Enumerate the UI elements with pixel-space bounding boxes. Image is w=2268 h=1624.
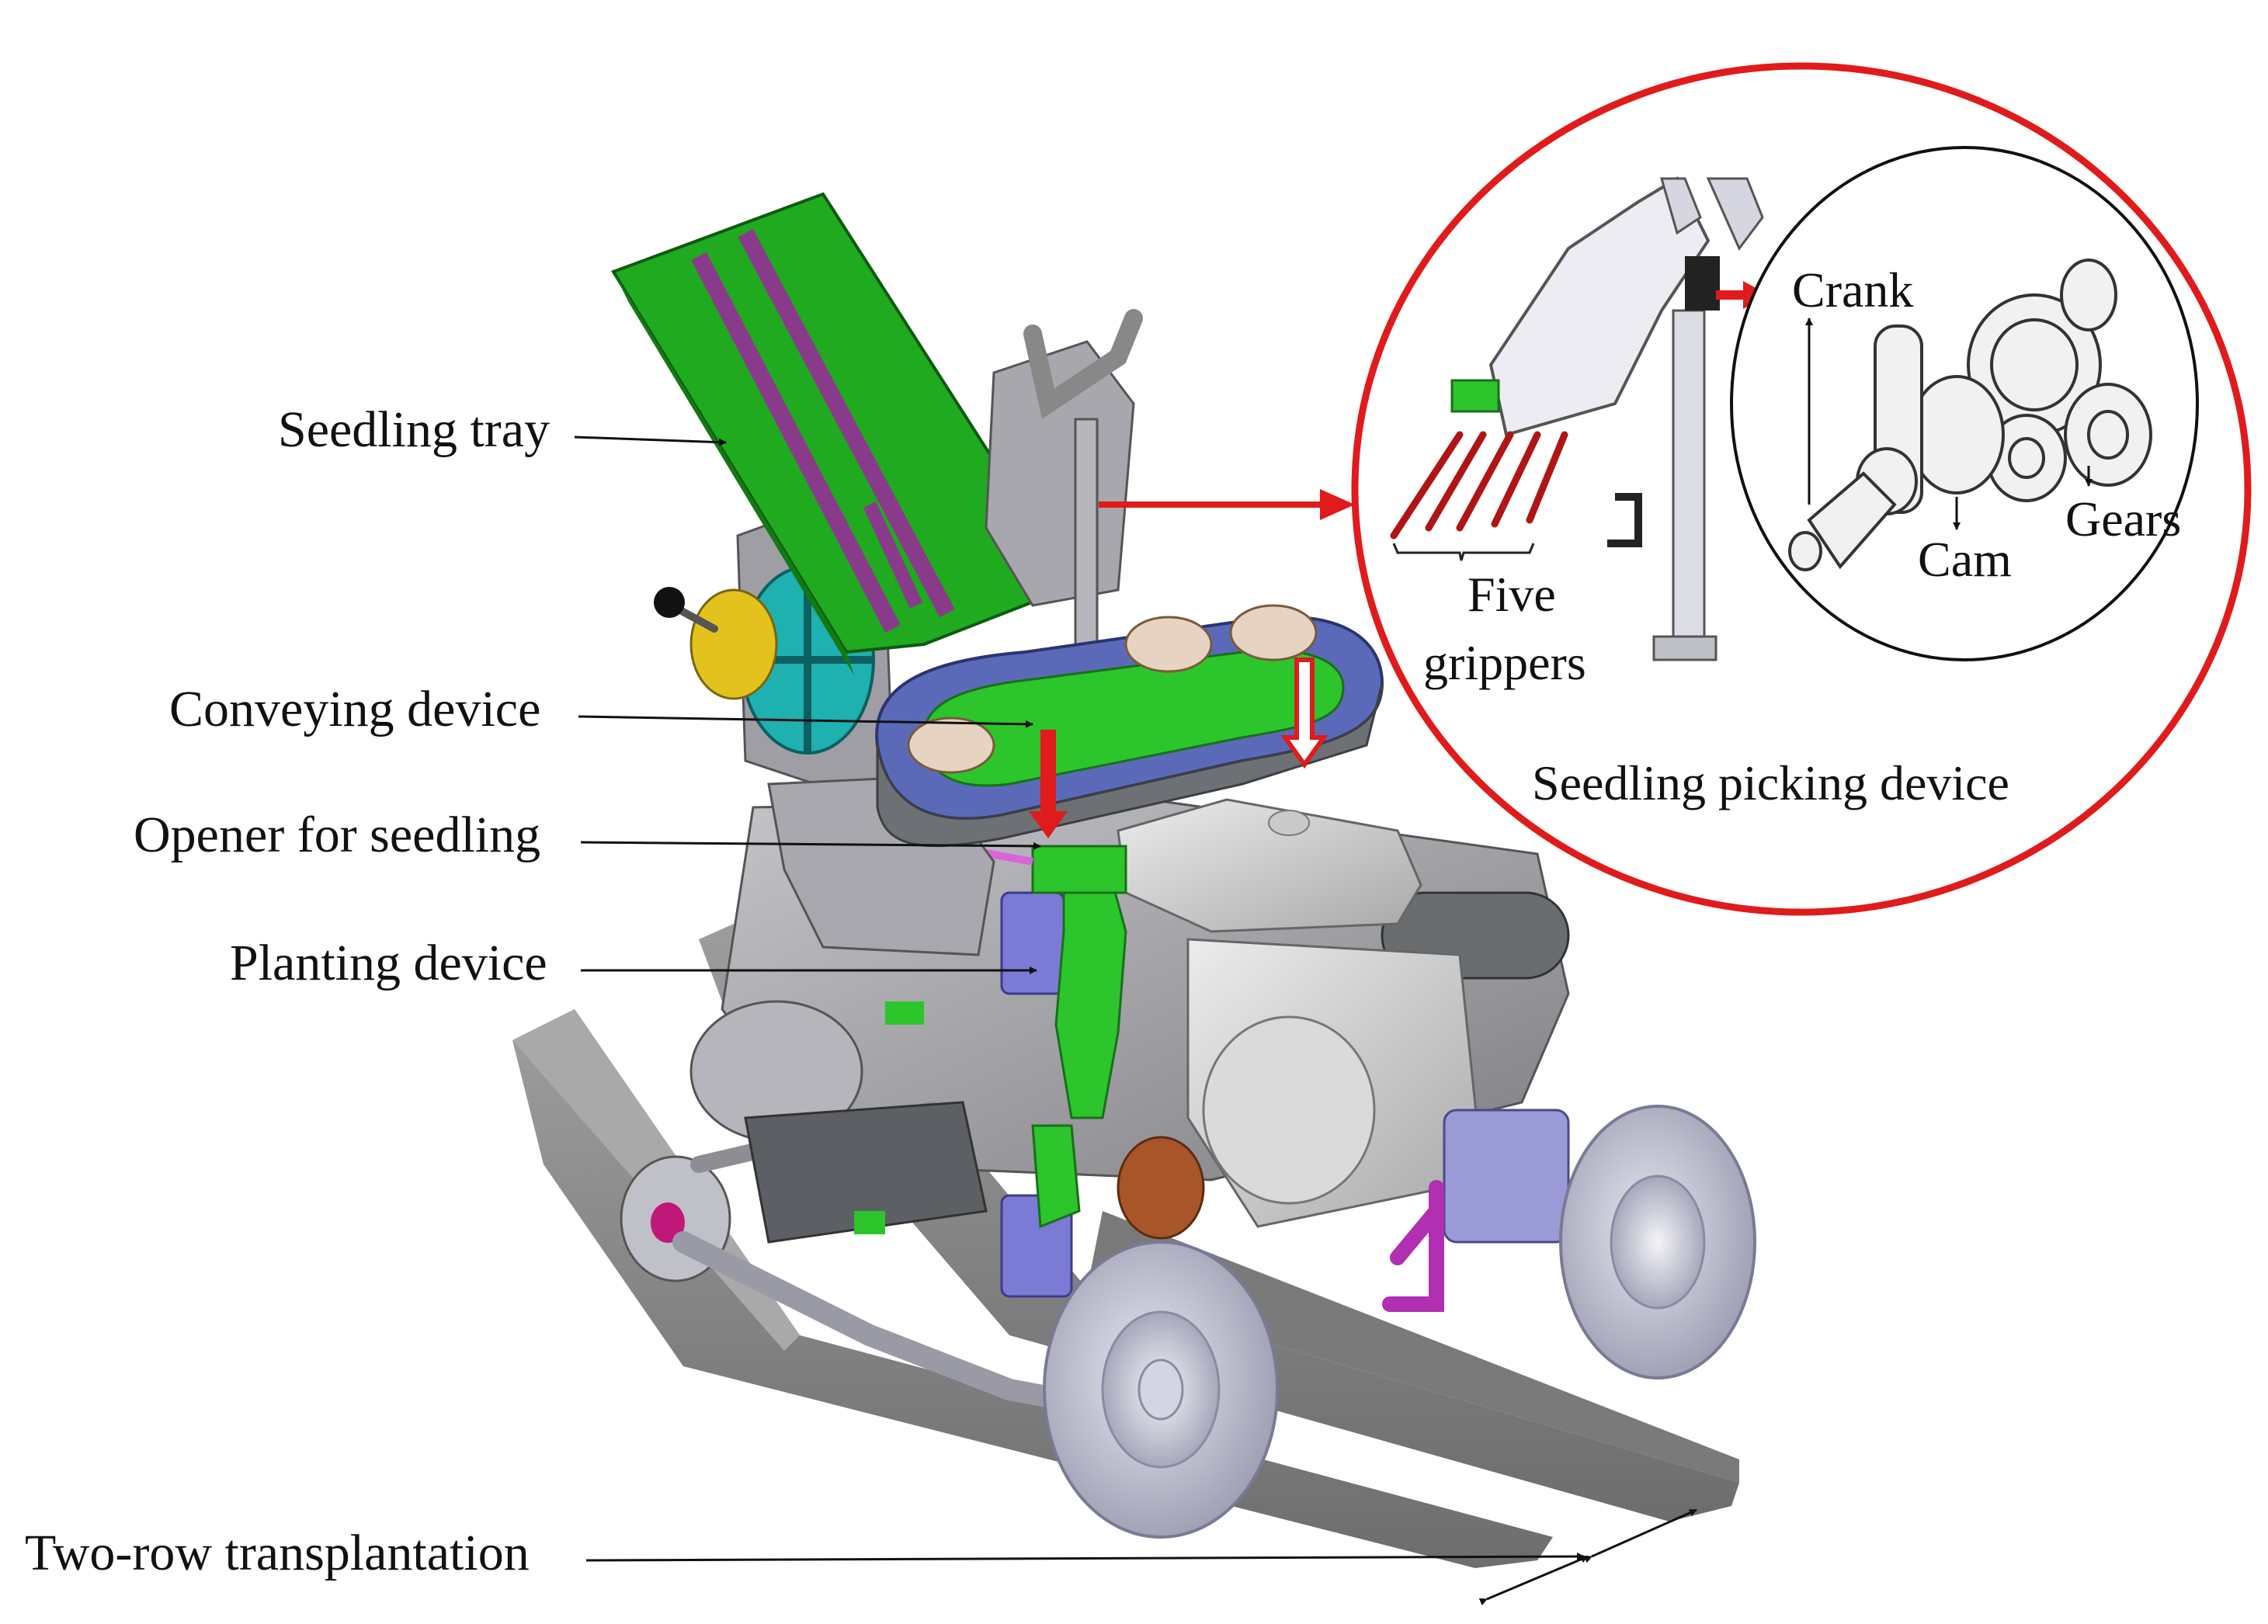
- drop-arrow-1: [1029, 730, 1068, 838]
- picking-arm-top: [1023, 309, 1143, 419]
- label-seedling-picking-device: Seedling picking device: [1532, 755, 2009, 810]
- yellow-motor: [689, 588, 778, 700]
- label-seedling-tray: Seedling tray: [278, 401, 550, 458]
- drop-arrow-2: [1280, 658, 1328, 769]
- grippers-bracket: [1392, 543, 1535, 561]
- gripper-green-block: [1450, 379, 1500, 413]
- row-spacing-arrow-1: [1478, 1555, 1589, 1606]
- handle-knob: [654, 587, 685, 618]
- conveyor-side-wall: [876, 682, 1384, 848]
- callout-arrow-head: [1320, 489, 1355, 520]
- label-two-row-transplantation: Two-row transplantation: [25, 1525, 530, 1581]
- label-planting-device: Planting device: [230, 935, 547, 991]
- leader-two-row-transplantation: [585, 1553, 1585, 1562]
- picking-frame: [985, 340, 1135, 607]
- label-grippers: grippers: [1423, 635, 1586, 690]
- engine-tank: [1117, 798, 1422, 933]
- gripper-needle-4: [1491, 431, 1541, 528]
- gripper-needle-3: [1456, 431, 1514, 532]
- left-labels: Seedling tray Conveying device Opener fo…: [25, 401, 1585, 1581]
- magenta-linkage: [1382, 1180, 1444, 1312]
- gripper-needle-1: [1390, 431, 1464, 540]
- green-clip-2: [854, 1211, 885, 1234]
- belt-cover: [744, 1101, 988, 1244]
- front-wheel-center: [1137, 1359, 1184, 1421]
- tray-divider-3: [863, 501, 923, 609]
- gear-large-inner: [1990, 318, 2079, 411]
- tray-divider-2: [738, 228, 955, 618]
- inner-detail: [1730, 146, 2199, 661]
- crank-end: [1788, 531, 1822, 571]
- gear-train: [1788, 259, 2152, 571]
- green-clip-1: [885, 1001, 924, 1025]
- sprocket-middle: [1124, 616, 1213, 673]
- sprocket-left: [907, 717, 995, 774]
- gear-lower-inner: [2008, 437, 2045, 479]
- planting-arm-lower: [1031, 1124, 1081, 1229]
- gear-top: [2060, 259, 2117, 331]
- sprocket-right: [1229, 604, 1318, 661]
- gripper-actuator: [1685, 256, 1720, 311]
- ground-strip-left: [512, 1009, 1553, 1568]
- engine-cover: [1202, 1015, 1376, 1205]
- opener-bracket: [1031, 845, 1127, 894]
- tray-divider-1: [691, 252, 901, 633]
- label-crank: Crank: [1792, 262, 1913, 318]
- engine: [1000, 798, 1570, 1312]
- conveying-device: [875, 604, 1384, 848]
- row-spacing-arrows: [1478, 1508, 1697, 1606]
- gripper-needle-5: [1526, 431, 1568, 524]
- rear-wheel-hub: [1610, 1175, 1706, 1310]
- label-gears: Gears: [2065, 491, 2181, 547]
- gear-right-inner: [2087, 410, 2129, 460]
- label-conveying-device: Conveying device: [169, 681, 540, 737]
- crank-link: [1807, 471, 1897, 570]
- gripper-arm-upper: [1660, 177, 1702, 235]
- tray-edge: [613, 272, 854, 675]
- gearbox-blue-left: [1000, 891, 1065, 995]
- wheels: [1043, 1105, 1756, 1539]
- seedling-tray: [611, 192, 1066, 675]
- gripper-needle-2: [1425, 431, 1487, 532]
- label-opener-for-seedling: Opener for seedling: [134, 807, 540, 863]
- gripper-foot: [1652, 635, 1717, 661]
- gripper-mechanism: [1390, 176, 1769, 661]
- cam-body: [1909, 375, 2005, 494]
- leader-seedling-tray: [574, 435, 727, 446]
- leader-conveying-device: [578, 715, 1033, 728]
- gripper-column: [1672, 309, 1706, 638]
- engine-cap: [1268, 810, 1310, 836]
- leader-opener-for-seedling: [580, 841, 1041, 850]
- row-spacing-arrow-2: [1583, 1508, 1697, 1563]
- front-hub-center: [651, 1202, 685, 1243]
- orange-disk: [1117, 1136, 1205, 1240]
- conveyor-inner: [922, 649, 1345, 787]
- label-five: Five: [1467, 567, 1556, 622]
- gearbox-blue: [1443, 1109, 1570, 1244]
- bracket-dark: [1607, 493, 1642, 547]
- seedling-picking-callout: Crank Cam Gears Five grippers Seedling p…: [1351, 62, 2252, 916]
- ground-strip-ground: [1087, 1211, 1739, 1483]
- label-cam: Cam: [1918, 532, 2012, 587]
- gripper-arm-right: [1706, 177, 1764, 251]
